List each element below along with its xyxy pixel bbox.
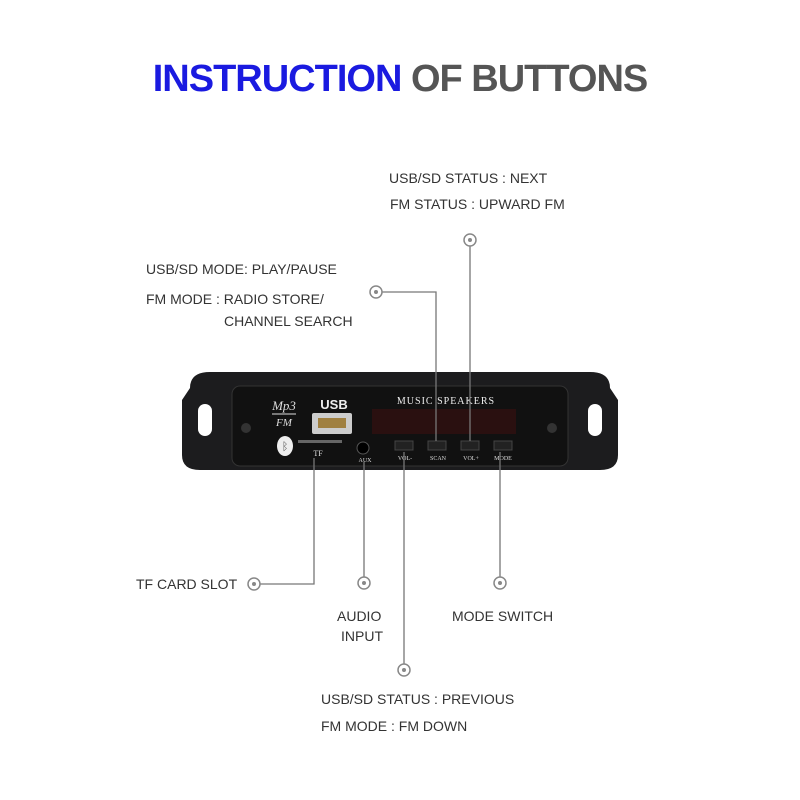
svg-text:VOL-: VOL-	[398, 456, 412, 462]
svg-text:TF: TF	[313, 449, 323, 458]
brand-fm: FM	[275, 417, 293, 429]
svg-text:VOL+: VOL+	[463, 456, 479, 462]
svg-text:ᛒ: ᛒ	[282, 441, 289, 453]
page-title: INSTRUCTION OF BUTTONS	[152, 58, 649, 100]
callout-lines	[260, 246, 501, 664]
mode-label: MODE SWITCH	[452, 608, 554, 624]
vol-up-button[interactable]	[460, 440, 480, 451]
tf-label: TF CARD SLOT	[136, 576, 238, 592]
brand-mp3: Mp3	[271, 398, 296, 413]
device-panel: Mp3 FM USB ᛒ TF AUX MUSIC SPEAKERS VOL- …	[182, 372, 618, 470]
vol-down-button[interactable]	[394, 440, 414, 451]
bluetooth-icon	[277, 436, 293, 456]
audio-label: AUDIO	[337, 608, 382, 624]
prev-label: USB/SD STATUS : PREVIOUS	[321, 691, 515, 707]
aux-jack	[356, 441, 370, 455]
svg-text:MODE: MODE	[494, 456, 512, 462]
led-display	[372, 409, 516, 434]
audio-label-2: INPUT	[341, 628, 383, 644]
svg-text:SCAN: SCAN	[430, 456, 447, 462]
play-label-fm-2: CHANNEL SEARCH	[224, 313, 353, 329]
svg-text:AUX: AUX	[359, 458, 373, 464]
tf-slot	[298, 440, 342, 443]
display-label: MUSIC SPEAKERS	[397, 396, 495, 407]
play-label-fm: FM MODE : RADIO STORE/	[146, 291, 324, 307]
next-label: USB/SD STATUS : NEXT	[389, 170, 548, 186]
callout-markers	[247, 233, 507, 677]
usb-label: USB	[320, 397, 347, 412]
next-label-fm: FM STATUS : UPWARD FM	[390, 196, 565, 212]
mode-button[interactable]	[493, 440, 513, 451]
scan-button[interactable]	[427, 440, 447, 451]
play-label: USB/SD MODE: PLAY/PAUSE	[146, 261, 337, 277]
prev-label-fm: FM MODE : FM DOWN	[321, 718, 468, 734]
